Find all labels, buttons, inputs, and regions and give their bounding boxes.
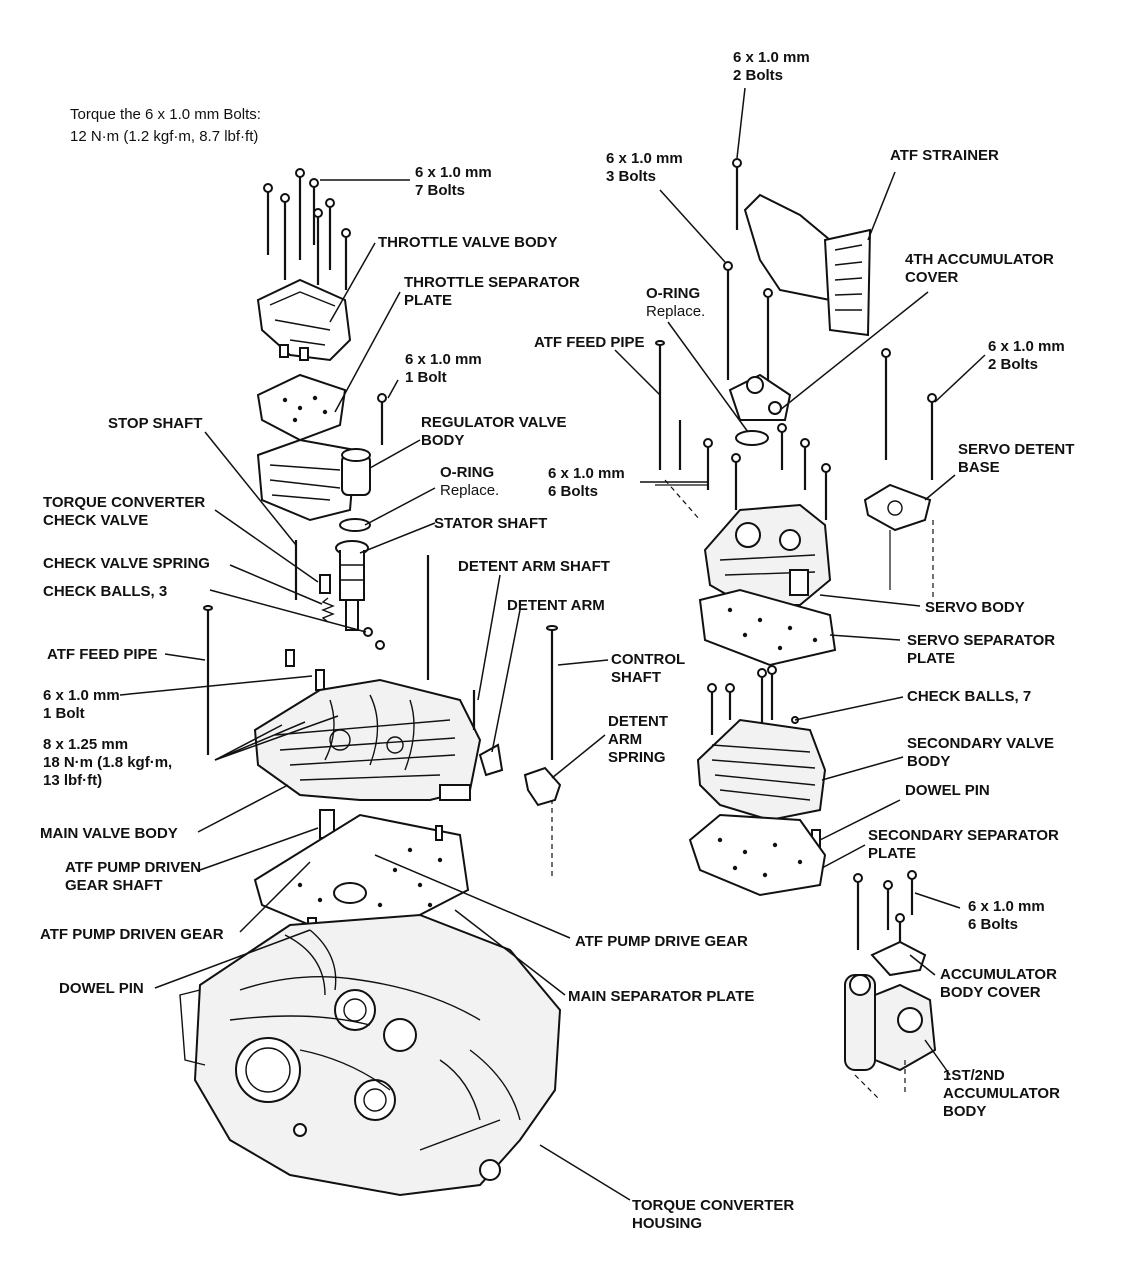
stator-shaft-part <box>335 540 369 631</box>
label-stop-shaft: STOP SHAFT <box>108 415 203 432</box>
label-atf-strainer: ATF STRAINER <box>890 147 999 164</box>
throttle-separator-plate-part <box>256 373 347 442</box>
label-atf-feed-pipe-left: ATF FEED PIPE <box>47 646 158 663</box>
label-main-valve-body: MAIN VALVE BODY <box>40 825 178 842</box>
label-atf-pump-drive-gear: ATF PUMP DRIVE GEAR <box>575 933 748 950</box>
1st-2nd-accumulator-body-part <box>844 974 937 1072</box>
main-separator-plate-part <box>253 813 470 927</box>
detent-arm-spring-part <box>523 766 562 807</box>
secondary-valve-body-part <box>696 718 827 822</box>
label-stator-shaft: STATOR SHAFT <box>434 515 548 532</box>
torque-note-line-1: Torque the 6 x 1.0 mm Bolts: <box>70 106 261 123</box>
accumulator-body-cover-part <box>870 940 927 977</box>
secondary-separator-plate-part <box>688 813 827 897</box>
torque-converter-check-valve-part <box>319 574 331 594</box>
label-servo-body: SERVO BODY <box>925 599 1025 616</box>
o-ring-left-part <box>339 518 371 532</box>
label-check-balls-3: CHECK BALLS, 3 <box>43 583 168 600</box>
label-dowel-pin-right: DOWEL PIN <box>905 782 990 799</box>
throttle-valve-body-part <box>256 278 352 362</box>
4th-accumulator-cover-part <box>728 373 792 421</box>
label-detent-arm: DETENT ARM <box>507 597 605 614</box>
label-atf-feed-pipe-right: ATF FEED PIPE <box>534 334 645 351</box>
label-main-separator-plate: MAIN SEPARATOR PLATE <box>568 988 755 1005</box>
torque-converter-housing-part <box>179 913 562 1197</box>
label-detent-arm-shaft: DETENT ARM SHAFT <box>458 558 610 575</box>
label-throttle-valve-body: THROTTLE VALVE BODY <box>378 234 558 251</box>
main-valve-body-part <box>253 678 482 801</box>
label-check-valve-spring: CHECK VALVE SPRING <box>43 555 210 572</box>
servo-detent-base-part <box>863 483 932 532</box>
label-check-balls-7: CHECK BALLS, 7 <box>907 688 1032 705</box>
atf-strainer-part <box>743 193 872 337</box>
label-atf-pump-driven-gear: ATF PUMP DRIVEN GEAR <box>40 926 224 943</box>
leader-lines <box>119 87 986 1201</box>
check-valve-spring-part <box>321 597 335 623</box>
o-ring-right-part <box>735 430 769 446</box>
regulator-valve-body-part <box>256 438 371 522</box>
detent-arm-part <box>478 743 504 777</box>
label-dowel-pin-left: DOWEL PIN <box>59 980 144 997</box>
servo-separator-plate-part <box>698 588 837 667</box>
torque-note-line-2: 12 N·m (1.2 kgf·m, 8.7 lbf·ft) <box>70 128 259 145</box>
servo-body-part <box>703 503 832 606</box>
bolts-7-group <box>263 168 351 290</box>
